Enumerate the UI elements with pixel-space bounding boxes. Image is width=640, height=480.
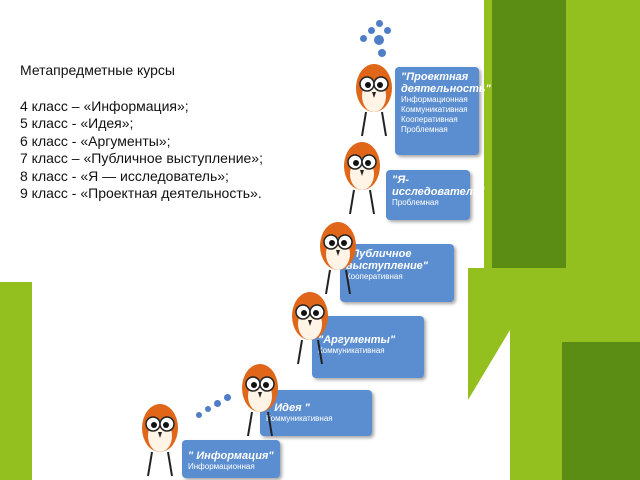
step-arguments-sub-1: Коммуникативная <box>318 346 385 355</box>
step-idea-sub-1: Коммуникативная <box>266 414 333 423</box>
courses-text: Метапредметные курсы 4 класс – «Информац… <box>20 62 340 203</box>
step-public-box: "Публичное выступление" Кооперативная <box>340 244 454 302</box>
decor-dot <box>368 27 375 34</box>
step-public-sub-1: Кооперативная <box>346 272 403 281</box>
decor-dot <box>360 35 367 42</box>
green-decor-left <box>0 282 32 480</box>
course-line-4: 4 класс – «Информация»; <box>20 97 189 114</box>
course-line-6: 6 класс - «Аргументы»; <box>20 132 171 149</box>
decor-dot <box>224 394 231 401</box>
owl-icon <box>242 364 278 437</box>
decor-dot <box>374 35 384 45</box>
decor-dot <box>214 400 221 407</box>
step-public-title: "Публичное выступление" <box>346 248 429 272</box>
step-arguments-title: "Аргументы" <box>318 334 396 346</box>
decor-dot <box>196 412 202 418</box>
course-line-5: 5 класс - «Идея»; <box>20 115 134 131</box>
decor-dot <box>376 20 383 27</box>
courses-title: Метапредметные курсы <box>20 62 175 78</box>
owl-icon <box>292 292 328 365</box>
decor-dot <box>384 27 391 34</box>
step-project-sub-1: Информационная <box>401 95 468 104</box>
course-line-9: 9 класс - «Проектная деятельность». <box>20 185 262 201</box>
step-information-title: " Информация" <box>188 450 274 462</box>
step-idea-title: " Идея " <box>266 402 310 414</box>
step-project-box: "Проектная деятельность" Информационная … <box>395 67 491 155</box>
decor-dot <box>378 49 386 57</box>
owl-icon <box>344 142 380 215</box>
step-information-sub-1: Информационная <box>188 462 255 471</box>
decor-dot <box>205 406 211 412</box>
owl-icon <box>320 222 356 295</box>
step-idea-box: " Идея " Коммуникативная <box>260 390 372 436</box>
step-project-title: "Проектная деятельность" <box>401 71 491 95</box>
step-researcher-title: "Я-исследователь" <box>392 174 485 198</box>
step-arguments-box: "Аргументы" Коммуникативная <box>312 316 424 378</box>
step-information-box: " Информация" Информационная <box>182 440 280 478</box>
step-project-sub-2: Коммуникативная <box>401 105 468 114</box>
step-project-sub-4: Проблемная <box>401 125 448 134</box>
green-decor-bottom-dark <box>562 342 640 480</box>
step-researcher-box: "Я-исследователь" Проблемная <box>386 170 485 220</box>
step-project-sub-3: Кооперативная <box>401 115 458 124</box>
white-triangle-decor <box>420 330 510 480</box>
course-line-7: 7 класс – «Публичное выступление»; <box>20 150 263 166</box>
course-line-8: 8 класс - «Я — исследователь»; <box>20 167 229 184</box>
owl-icon <box>356 64 392 137</box>
step-researcher-sub-1: Проблемная <box>392 198 439 207</box>
owl-icon <box>142 404 178 477</box>
